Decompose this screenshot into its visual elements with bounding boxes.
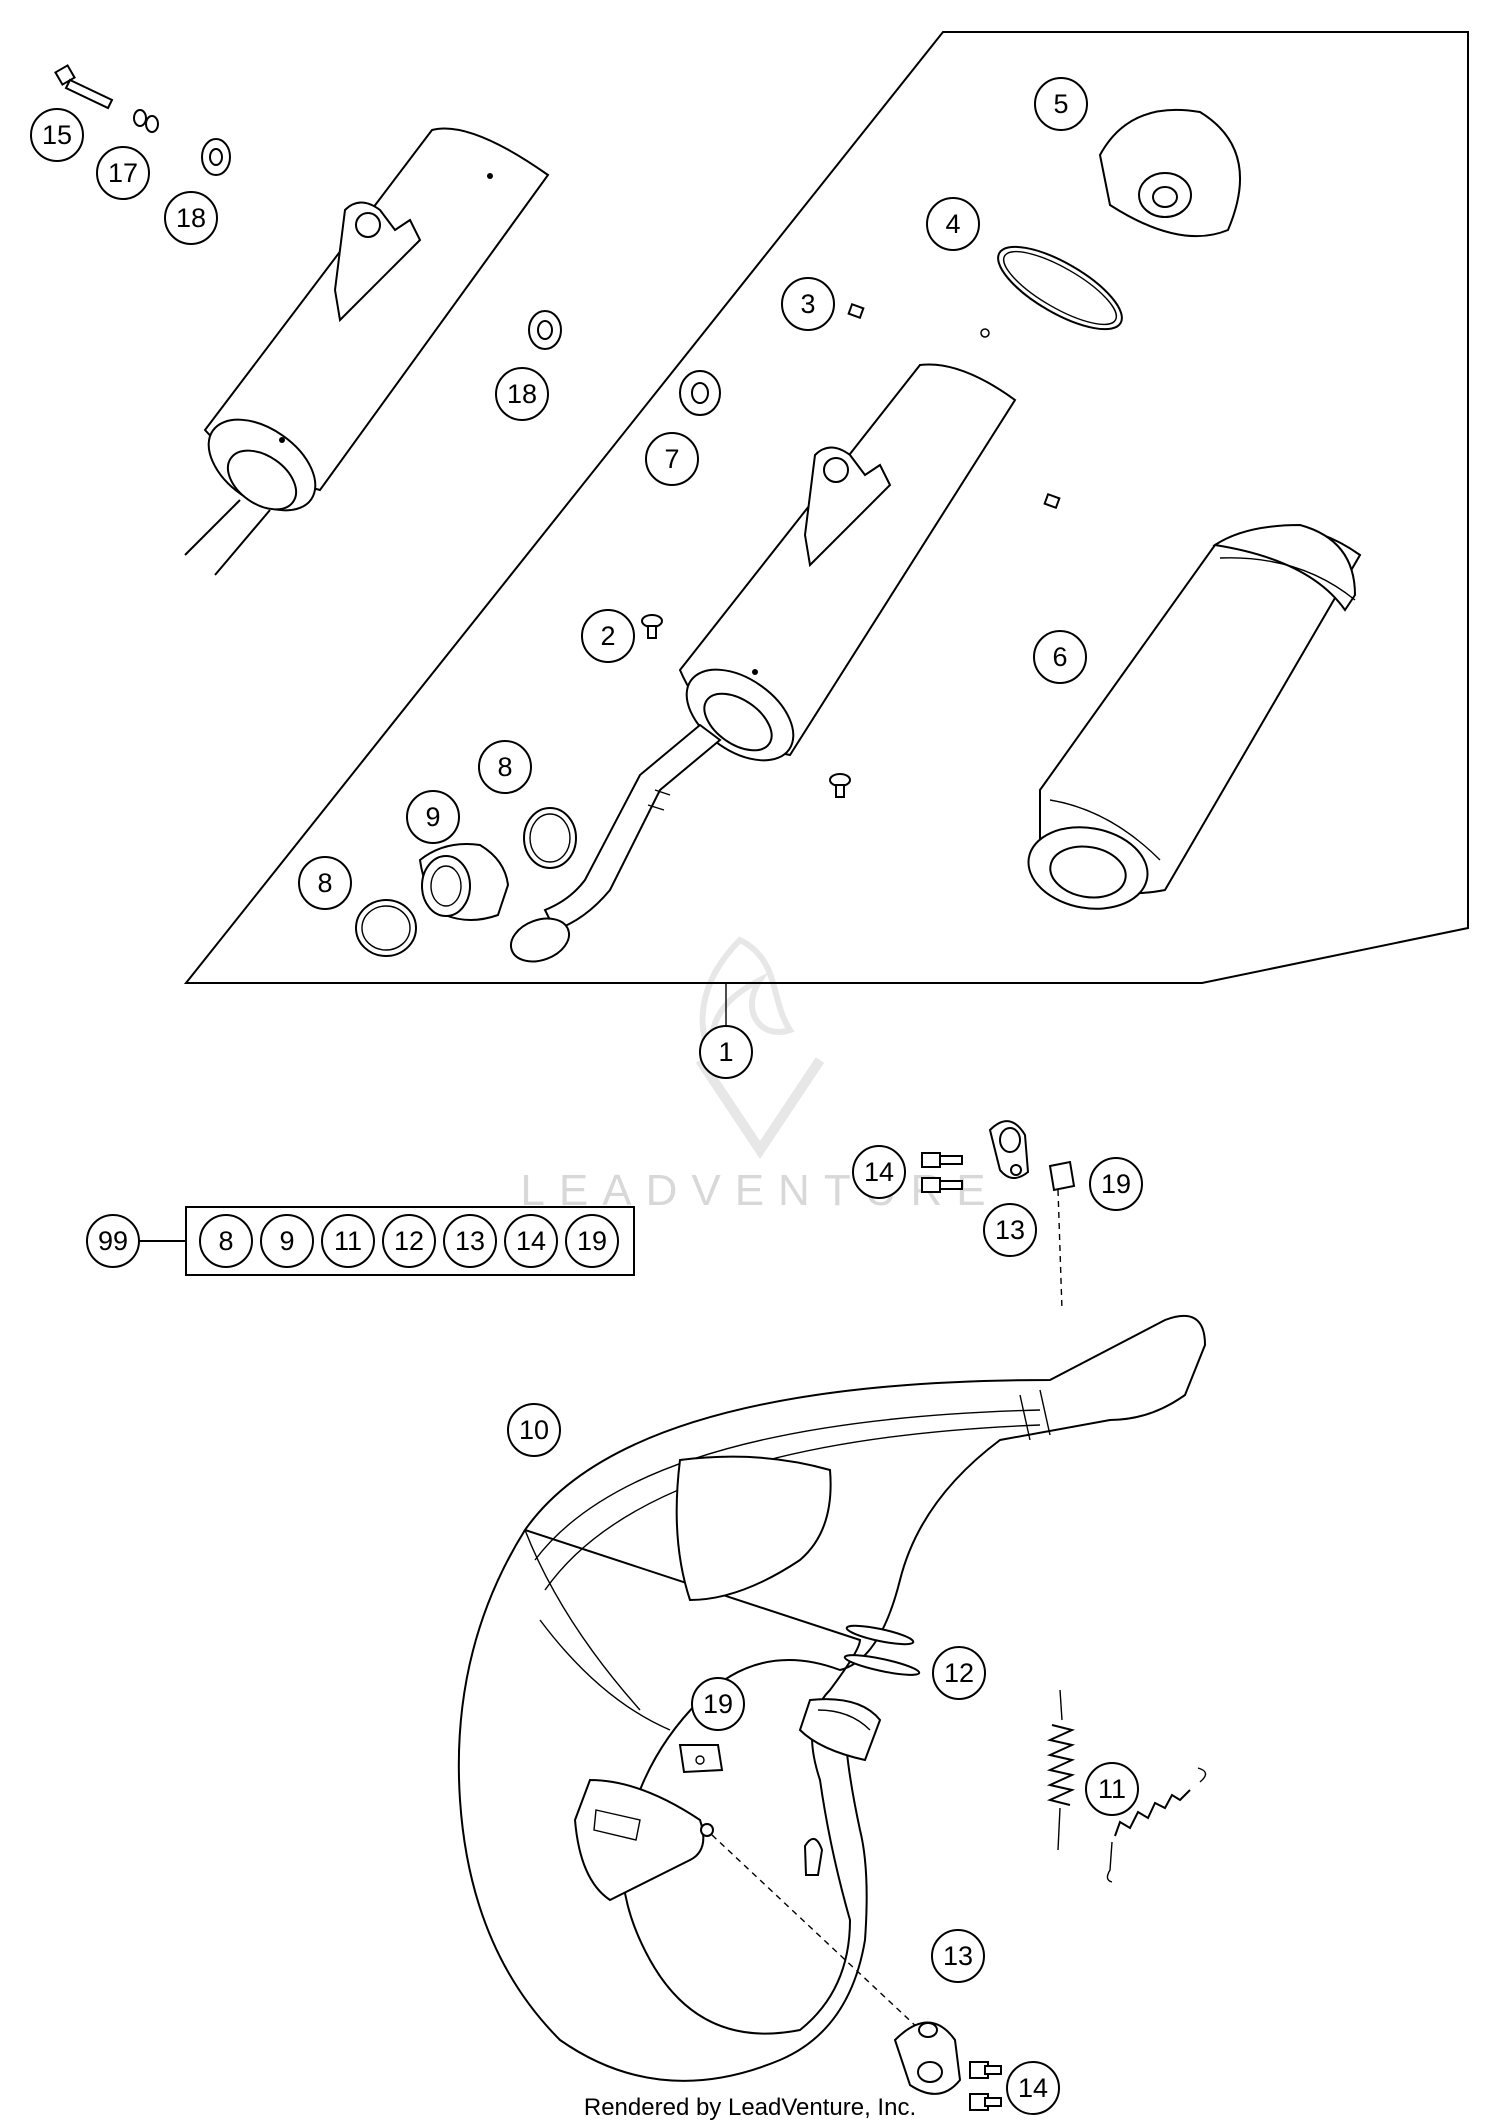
leader-19-top xyxy=(1057,1189,1063,1311)
callout-11: 11 xyxy=(1085,1762,1139,1816)
svg-text:19: 19 xyxy=(703,1689,733,1719)
svg-text:8: 8 xyxy=(497,752,512,782)
callout-kit-99: 99 xyxy=(86,1214,140,1268)
callout-8: 8 xyxy=(478,740,532,794)
gasket-12b xyxy=(843,1654,921,1676)
o-ring-4 xyxy=(997,245,1123,331)
callout-19: 19 xyxy=(1089,1157,1143,1211)
callout-8: 8 xyxy=(298,856,352,910)
bolts-14-lower xyxy=(969,2061,1002,2111)
svg-text:2: 2 xyxy=(600,621,615,651)
kit-item-12: 12 xyxy=(382,1214,436,1268)
svg-text:7: 7 xyxy=(664,444,679,474)
silencer-installed xyxy=(184,127,550,576)
svg-text:18: 18 xyxy=(176,203,206,233)
svg-text:17: 17 xyxy=(108,158,138,188)
callout-17: 17 xyxy=(96,146,150,200)
screw-3 xyxy=(847,302,865,320)
svg-text:99: 99 xyxy=(98,1226,128,1256)
svg-text:14: 14 xyxy=(1018,2073,1048,2103)
callout-18: 18 xyxy=(495,367,549,421)
rivet-2 xyxy=(641,614,663,639)
callout-5: 5 xyxy=(1034,77,1088,131)
svg-text:8: 8 xyxy=(218,1226,233,1256)
svg-text:1: 1 xyxy=(718,1037,733,1067)
svg-text:12: 12 xyxy=(394,1226,424,1256)
callout-6: 6 xyxy=(1033,630,1087,684)
svg-text:11: 11 xyxy=(1098,1774,1126,1804)
svg-text:4: 4 xyxy=(945,209,960,239)
svg-text:9: 9 xyxy=(425,802,440,832)
end-cap-5 xyxy=(1098,108,1241,238)
callout-13: 13 xyxy=(931,1929,985,1983)
kit-item-9: 9 xyxy=(260,1214,314,1268)
silencer-6 xyxy=(1027,523,1362,910)
bolt-15 xyxy=(54,64,114,110)
callout-9: 9 xyxy=(406,790,460,844)
svg-text:14: 14 xyxy=(864,1157,894,1187)
callout-1: 1 xyxy=(699,1025,753,1079)
grommet-7 xyxy=(679,370,721,416)
svg-text:18: 18 xyxy=(507,379,537,409)
screw-3b xyxy=(1043,492,1061,510)
svg-text:13: 13 xyxy=(943,1941,973,1971)
svg-text:14: 14 xyxy=(516,1226,546,1256)
callout-3: 3 xyxy=(781,277,835,331)
sleeve-9 xyxy=(418,843,510,921)
callout-2: 2 xyxy=(581,609,635,663)
header-pipe-10 xyxy=(457,1315,1207,2082)
kit-item-11: 11 xyxy=(321,1214,375,1268)
svg-text:8: 8 xyxy=(317,868,332,898)
svg-text:13: 13 xyxy=(995,1215,1025,1245)
svg-text:13: 13 xyxy=(455,1226,485,1256)
footer-credit: Rendered by LeadVenture, Inc. xyxy=(584,2094,916,2121)
seal-ring-8b xyxy=(355,899,417,957)
callout-14: 14 xyxy=(852,1145,906,1199)
svg-text:19: 19 xyxy=(1101,1169,1131,1199)
spring-11a xyxy=(1046,1689,1076,1851)
kit-box xyxy=(185,1206,635,1276)
gasket-12a xyxy=(845,1624,915,1646)
spring-11b xyxy=(1106,1767,1207,1883)
clamp-13-lower xyxy=(893,2021,962,2095)
callout-15: 15 xyxy=(30,108,84,162)
kit-item-8: 8 xyxy=(199,1214,253,1268)
svg-text:10: 10 xyxy=(519,1415,549,1445)
silencer-body xyxy=(509,328,1017,963)
clamp-13-top xyxy=(988,1120,1030,1179)
callout-19: 19 xyxy=(691,1677,745,1731)
callout-14: 14 xyxy=(1006,2061,1060,2115)
kit-99: 99 8 9 11 12 13 14 19 xyxy=(86,1206,635,1276)
grommet-18-top xyxy=(201,138,231,176)
svg-text:9: 9 xyxy=(279,1226,294,1256)
svg-text:15: 15 xyxy=(42,120,72,150)
kit-item-19: 19 xyxy=(565,1214,619,1268)
grommet-18-side xyxy=(528,310,562,350)
callout-7: 7 xyxy=(645,432,699,486)
callout-10: 10 xyxy=(507,1403,561,1457)
bracket-19-top xyxy=(1048,1160,1076,1192)
callout-18: 18 xyxy=(164,191,218,245)
svg-text:5: 5 xyxy=(1053,89,1068,119)
watermark-logo xyxy=(695,936,825,1160)
washer-17 xyxy=(133,109,159,133)
svg-text:3: 3 xyxy=(800,289,815,319)
assembly-frame xyxy=(183,31,1469,984)
svg-text:12: 12 xyxy=(944,1658,974,1688)
svg-text:6: 6 xyxy=(1052,642,1067,672)
svg-text:11: 11 xyxy=(334,1226,362,1256)
callout-13: 13 xyxy=(983,1203,1037,1257)
bolts-14-top xyxy=(921,1152,963,1193)
seal-ring-8a xyxy=(523,807,577,869)
svg-text:19: 19 xyxy=(577,1226,607,1256)
leader-13-lower xyxy=(711,1834,921,2031)
kit-item-14: 14 xyxy=(504,1214,558,1268)
callout-12: 12 xyxy=(932,1646,986,1700)
kit-item-13: 13 xyxy=(443,1214,497,1268)
callout-4: 4 xyxy=(926,197,980,251)
rivet-2b xyxy=(829,773,851,798)
